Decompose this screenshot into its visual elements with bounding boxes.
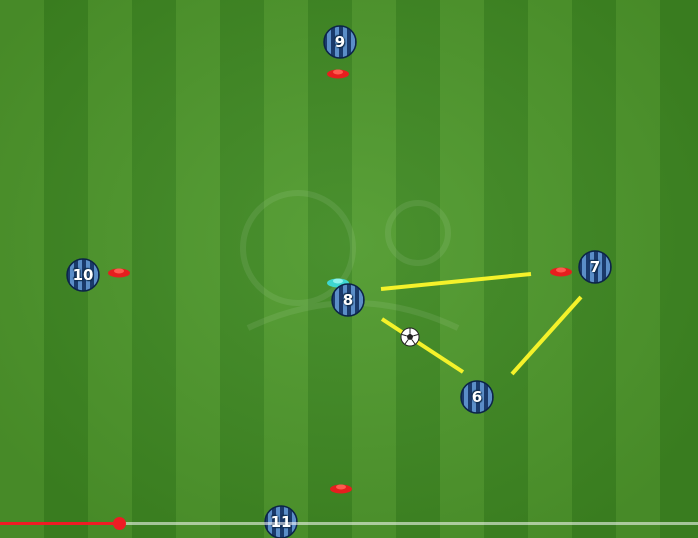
player-shirt-icon: [578, 250, 612, 284]
player-shirt-icon: [323, 25, 357, 59]
cone-icon: [330, 484, 352, 494]
player-number: 7: [589, 258, 601, 276]
progress-track: [0, 522, 698, 525]
progress-scrubber-handle[interactable]: [113, 517, 126, 530]
player-marker[interactable]: 6: [460, 380, 494, 414]
pass-line-8-to-6: [380, 317, 465, 374]
pass-line-8-to-7: [380, 272, 532, 291]
cone-icon: [327, 69, 349, 79]
red-cone: [326, 67, 350, 79]
red-cone: [329, 482, 353, 494]
player-number: 6: [471, 388, 483, 406]
red-cone: [549, 265, 573, 277]
player-number: 10: [72, 266, 94, 284]
soccer-ball-icon: [400, 327, 420, 347]
player-marker[interactable]: 7: [578, 250, 612, 284]
player-shirt-icon: [66, 258, 100, 292]
red-cone: [107, 266, 131, 278]
player-marker[interactable]: 8: [331, 283, 365, 317]
cone-icon: [108, 268, 130, 278]
player-number: 8: [342, 291, 354, 309]
player-number: 9: [334, 33, 346, 51]
player-shirt-icon: [331, 283, 365, 317]
player-marker[interactable]: 10: [66, 258, 100, 292]
cone-icon: [550, 267, 572, 277]
video-progress-bar[interactable]: [0, 515, 698, 531]
player-marker[interactable]: 9: [323, 25, 357, 59]
pass-line-7-to-6: [510, 295, 583, 376]
progress-played: [0, 522, 119, 525]
soccer-ball: [400, 327, 420, 347]
player-shirt-icon: [460, 380, 494, 414]
